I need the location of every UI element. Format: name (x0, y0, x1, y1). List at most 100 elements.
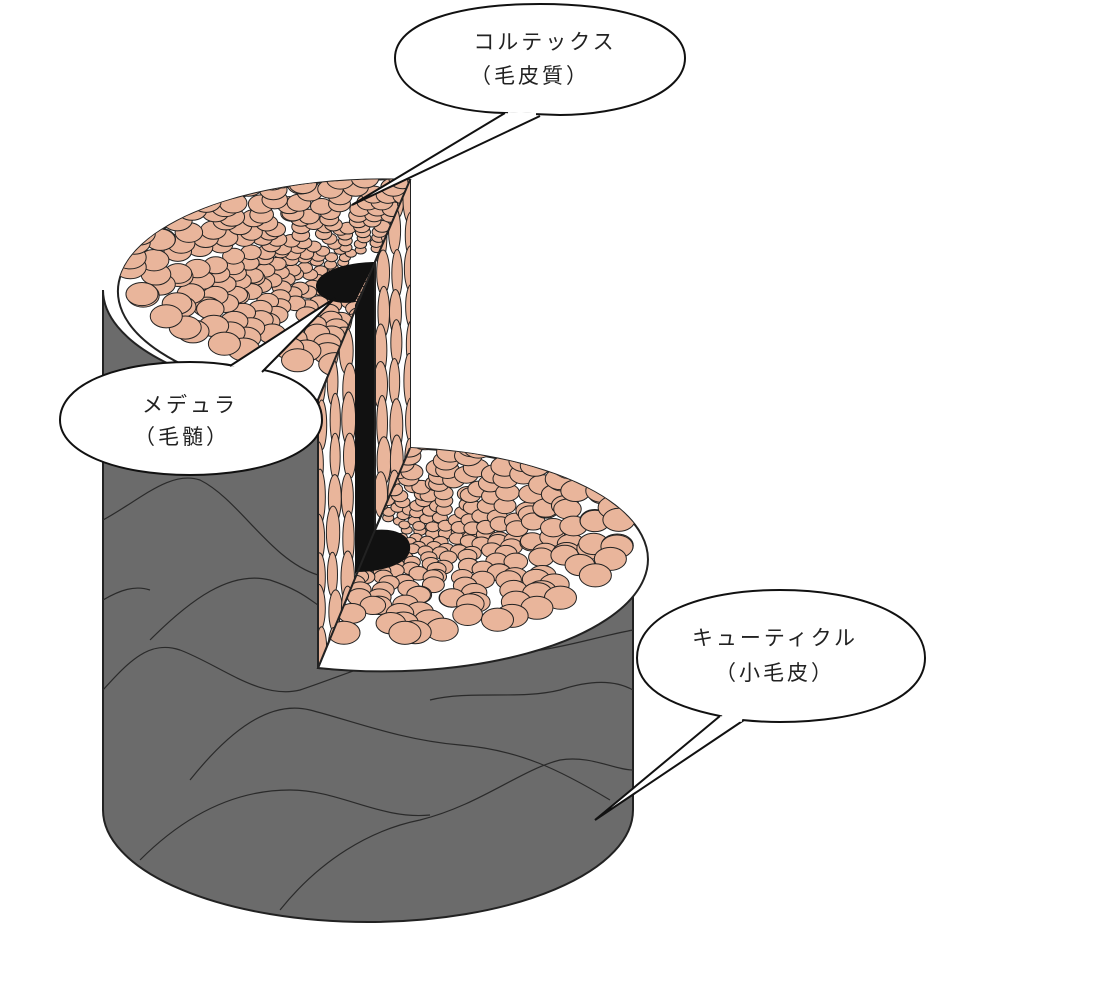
cortex-cell (540, 248, 565, 266)
cortex-cell (453, 226, 472, 240)
cortex-cell (521, 263, 545, 280)
cortex-cell (443, 176, 471, 196)
cortex-cell (429, 294, 448, 308)
cortex-cell (498, 448, 532, 457)
cortex-cell (482, 274, 502, 289)
cortex-cell (414, 258, 426, 267)
cortex-cell (534, 274, 559, 292)
cortex-cell (467, 295, 489, 311)
cortex-cell (258, 179, 292, 180)
cortex-cell (424, 251, 438, 261)
cortex-cell (567, 284, 597, 305)
cortex-cell (447, 196, 471, 213)
cortex-cell (381, 147, 413, 170)
cortex-cell (520, 242, 544, 259)
cortex-cell (414, 272, 428, 282)
cortex-cell (566, 217, 596, 238)
cortex-cell (431, 243, 446, 254)
cortex-cell (576, 203, 608, 226)
cortex-cell (412, 286, 428, 298)
cortex-cell (443, 230, 461, 243)
cortex-cell (501, 192, 529, 212)
cortex-cell (329, 432, 341, 481)
cortex-cell (493, 337, 525, 360)
cortex-cell (484, 222, 506, 238)
cortex-sublabel: （毛皮質） (470, 64, 590, 88)
medulla-top (315, 262, 375, 303)
cuticle-label: キューティクル (692, 626, 858, 650)
cortex-cell (438, 251, 453, 262)
cortex-cell (405, 283, 410, 329)
cortex-cell (490, 260, 510, 275)
cortex-cell (325, 505, 341, 559)
cortex-cell (602, 239, 634, 262)
cortex-cell (528, 547, 555, 567)
cortex-cell (418, 221, 436, 234)
medulla-bottom (355, 529, 411, 572)
cortex-cell (565, 194, 597, 217)
cortex-cell (553, 275, 581, 295)
cortex-cell (403, 245, 410, 293)
cortex-cell (452, 293, 472, 308)
cortex-cell (430, 232, 446, 244)
cortex-cell (436, 202, 458, 218)
cortex-cell (475, 264, 494, 278)
cortex-cell (324, 179, 355, 182)
cortex-cell (558, 241, 586, 261)
cortex-cell (502, 268, 524, 284)
cortex-cell (578, 563, 612, 588)
cortex-cell (558, 293, 588, 314)
cortex-cell (451, 254, 467, 266)
cortex-cell (207, 331, 241, 356)
cortex-cell (461, 289, 481, 304)
cortex-cell (462, 264, 480, 277)
cortex-cell (412, 342, 442, 363)
cortex-cell (461, 190, 486, 208)
cortex-cell (506, 167, 538, 190)
cortex-cell (515, 232, 539, 249)
cortex-cell (488, 243, 508, 258)
cortex-cell (451, 259, 467, 271)
cortex-cell (426, 259, 440, 269)
cortex-cell (371, 179, 403, 180)
cortex-cell (520, 288, 545, 306)
cortex-cell (467, 236, 486, 250)
cortex-cell (544, 219, 572, 239)
cortex-cell (456, 283, 475, 297)
cortex-cell (416, 227, 432, 239)
cortex-cell (459, 209, 481, 225)
cortex-cell (539, 290, 567, 310)
cortex-cell (278, 153, 310, 176)
cortex-cell (350, 179, 380, 189)
cortex-cell (412, 241, 426, 251)
cortex-cell (439, 305, 461, 321)
cortex-cell (464, 257, 482, 270)
cortex-cell (463, 324, 491, 344)
cortex-cell (442, 240, 458, 252)
cuticle-scale-lines (102, 477, 634, 911)
cortex-cell (426, 288, 444, 301)
callout-medulla: メデュラ （毛髄） (58, 297, 336, 477)
cortex-cell (450, 310, 474, 327)
cortex-cell (596, 224, 628, 247)
cortex-cell (602, 507, 636, 532)
cortex-cell (536, 308, 566, 329)
cortex-cell (429, 217, 448, 231)
cortex-cell (434, 268, 449, 279)
cortex-cell (446, 279, 464, 292)
cortex-cell (452, 603, 483, 626)
cortex-cell (603, 260, 635, 283)
cortex-cell (519, 454, 551, 477)
cortex-cell (504, 299, 529, 317)
cortex-cell (434, 306, 456, 322)
cortex-cell (485, 198, 510, 216)
cortex-cell (476, 206, 500, 223)
cortex-cell (472, 303, 496, 320)
cortex-cell (412, 212, 431, 226)
medulla-label: メデュラ (142, 393, 238, 417)
cortex-cell (578, 268, 608, 289)
cortex-cell (476, 280, 496, 295)
cortex-cell (415, 234, 430, 245)
cortex-cell (463, 334, 493, 355)
cortex-cell (505, 263, 527, 279)
